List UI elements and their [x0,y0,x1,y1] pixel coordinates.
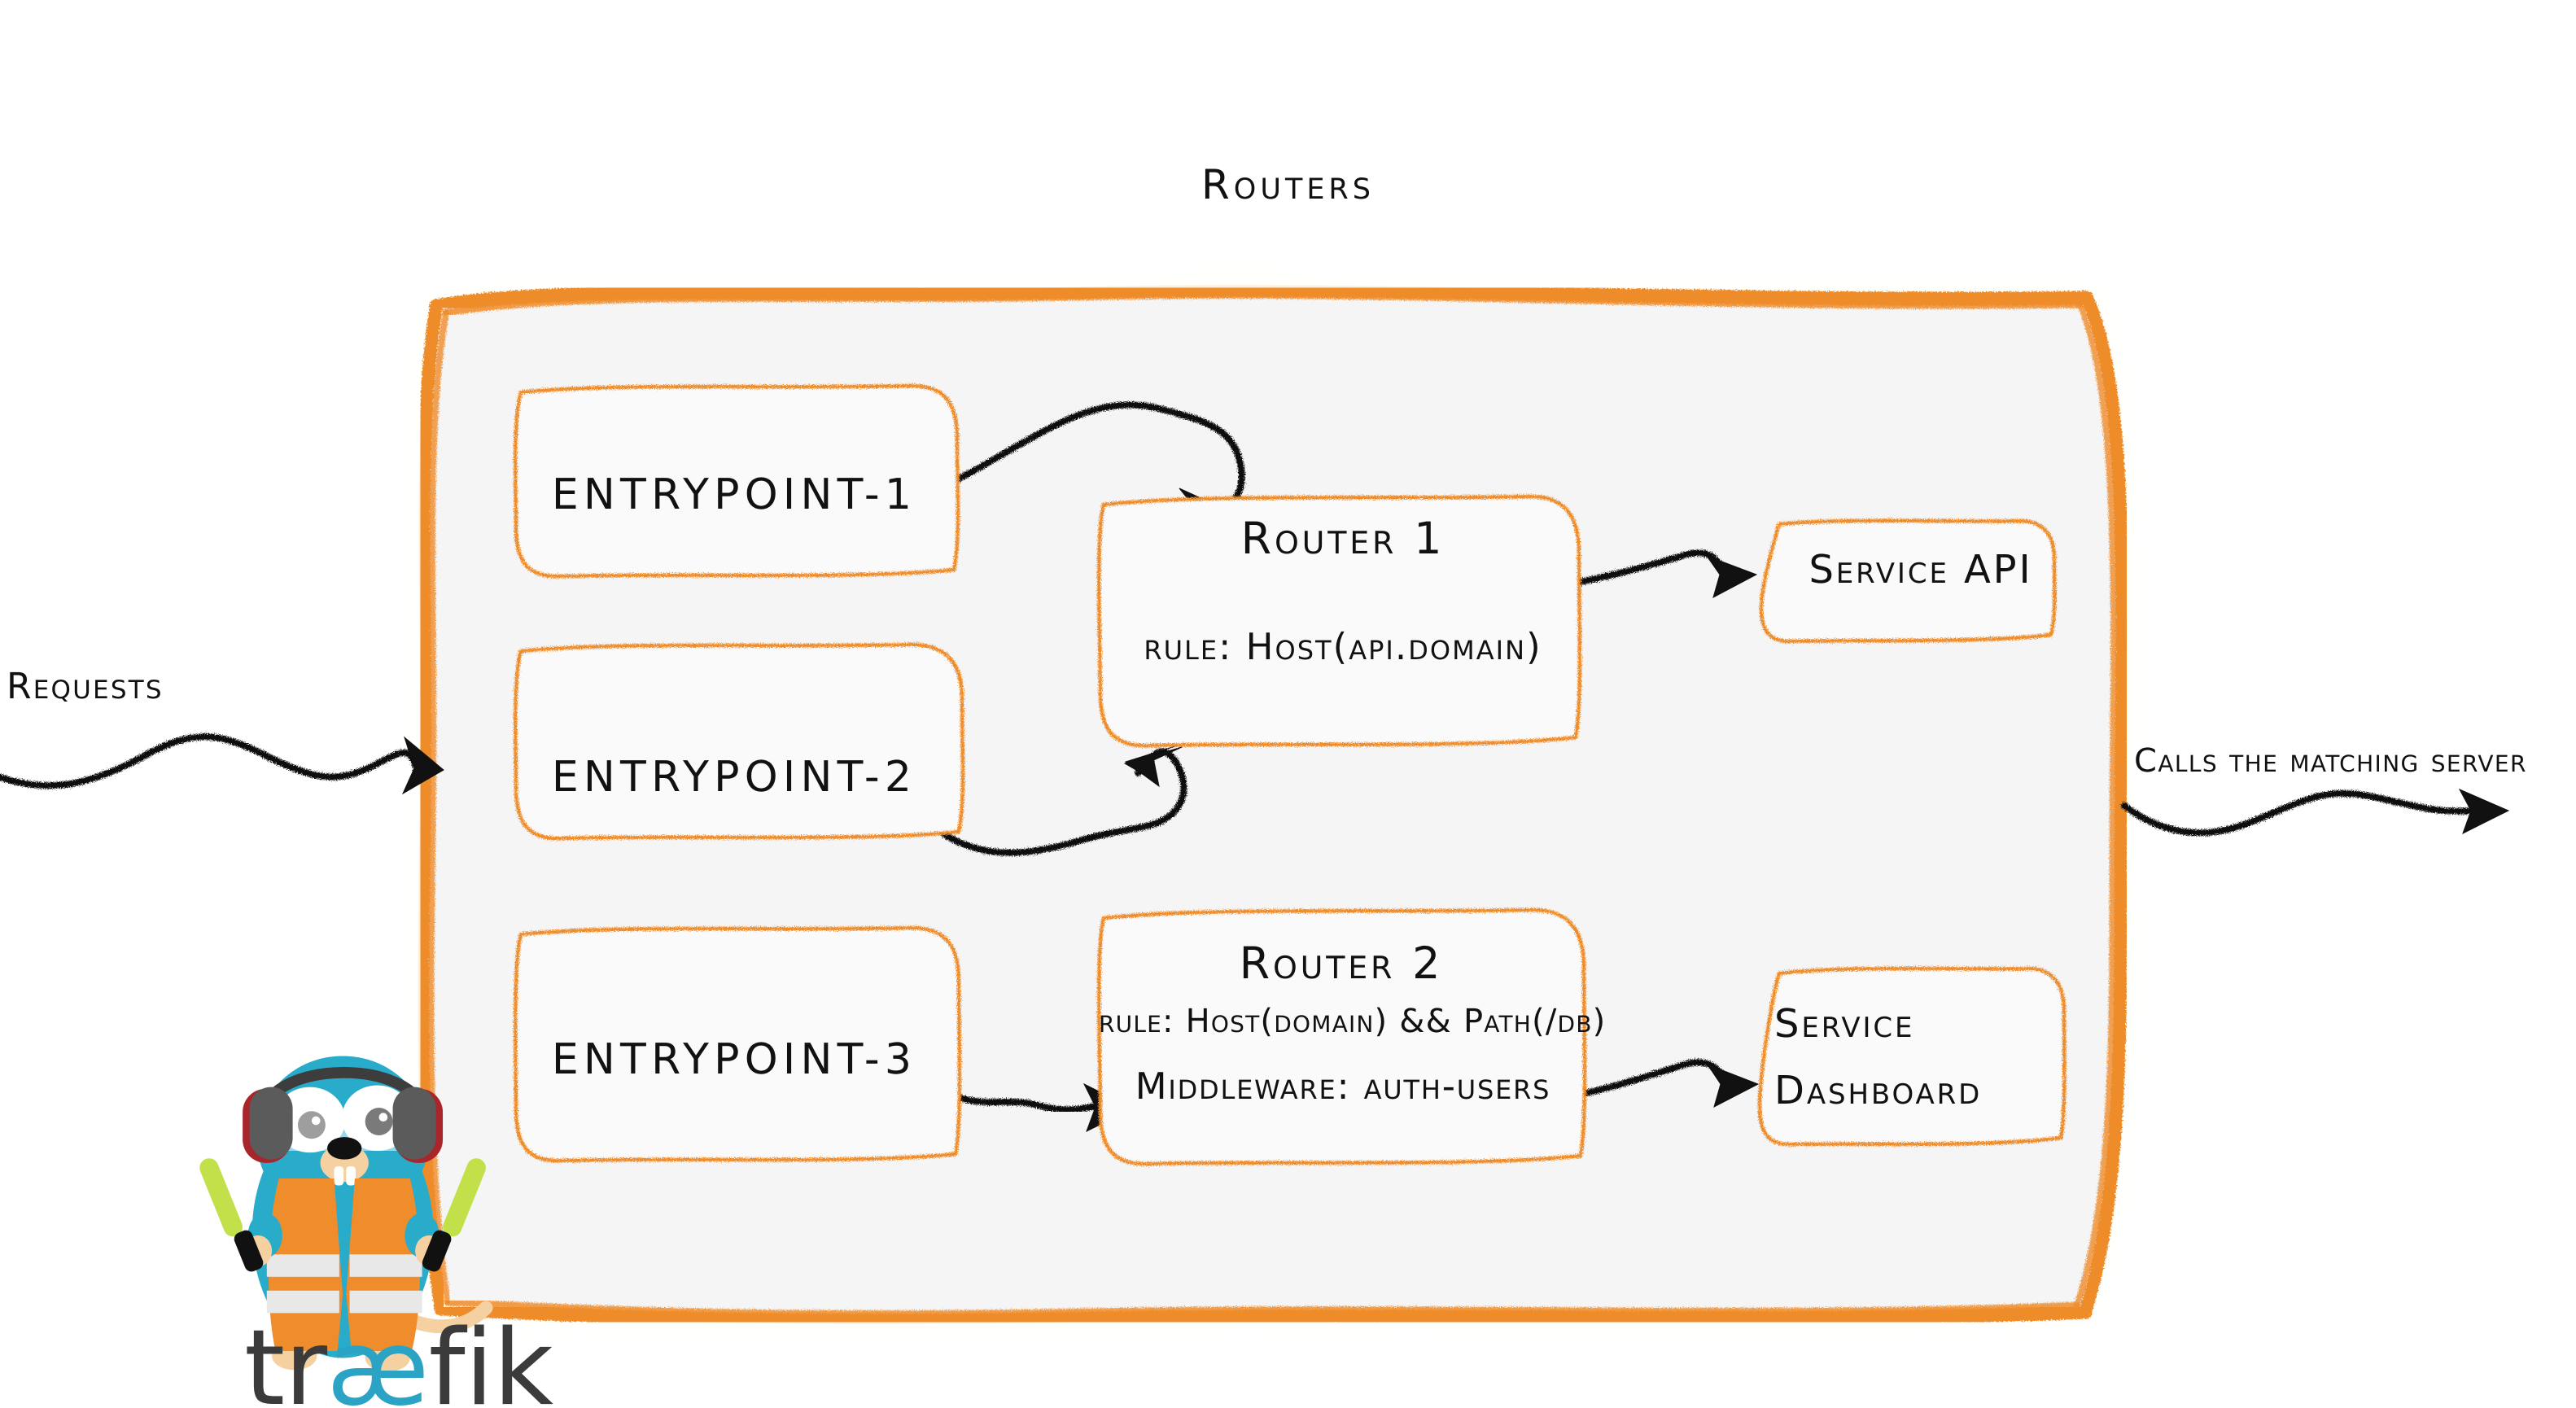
service-dashboard-box[interactable] [1757,966,2066,1147]
arrow-panel-to-outbound [2121,788,2510,837]
router-1-title: Router 1 [1240,513,1445,564]
requests-label: Requests [7,666,164,707]
service-api-label: Service API [1808,547,2033,592]
router-1-box[interactable] [1096,494,1582,748]
entrypoint-3-box[interactable] [513,925,962,1163]
entrypoint-1-box[interactable] [513,383,960,579]
marshalling-wand-left-icon [199,1158,264,1272]
arrow-router2-to-servicedashboard [1547,1059,1760,1108]
service-dashboard-label-line2: Dashboard [1774,1068,1983,1113]
traefik-wordmark: træfik [244,1317,553,1408]
entrypoint-1-label: entrypoint-1 [551,470,917,519]
router-1-rule: rule: Host(api.domain) [1144,625,1542,668]
wordmark-ae-ligature: æ [326,1308,430,1408]
arrow-router1-to-serviceapi [1547,549,1758,598]
marshalling-wand-right-icon [422,1158,486,1272]
entrypoint-2-label: entrypoint-2 [551,753,917,802]
wordmark-pre: tr [244,1308,327,1408]
router-2-rule: rule: Host(domain) && Path(/db) [1099,1003,1607,1040]
connector-arrows [0,401,2510,1132]
service-dashboard-label-line1: Service [1774,1001,1915,1047]
entrypoint-3-label: entrypoint-3 [551,1035,917,1084]
wordmark-post: fik [428,1308,553,1408]
calls-matching-server-label: Calls the matching server [2134,742,2527,780]
routers-panel-border [416,282,2129,1328]
entrypoint-2-box[interactable] [513,642,965,841]
arrow-requests-to-panel [0,733,444,795]
router-2-middleware: Middleware: auth-users [1135,1065,1551,1108]
arrow-ep2-to-router1 [941,743,1187,856]
page-title: Routers [1201,161,1375,208]
router-2-box[interactable] [1096,907,1587,1166]
service-api-box[interactable] [1759,518,2057,644]
router-2-title: Router 2 [1239,938,1444,989]
